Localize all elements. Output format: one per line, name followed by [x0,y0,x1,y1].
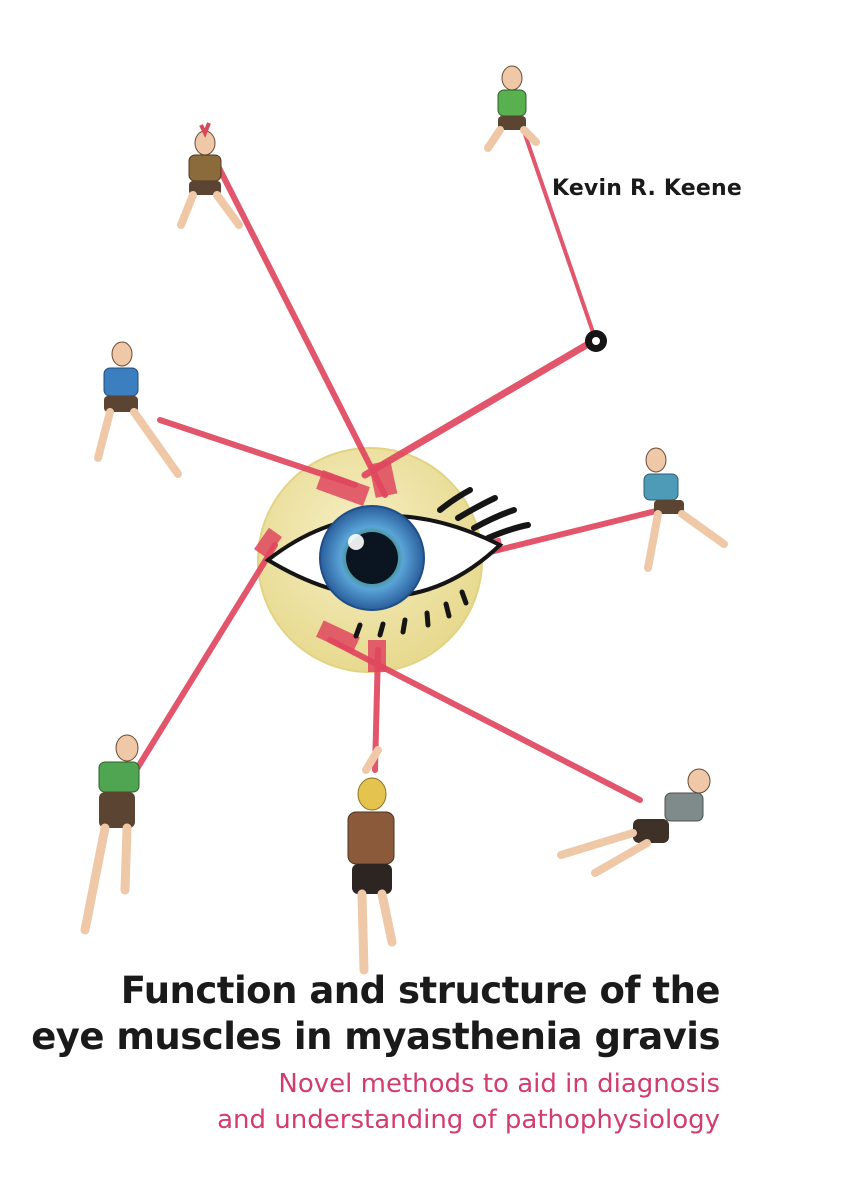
title-line-2: eye muscles in myasthenia gravis [31,1015,720,1058]
muscle-bands [127,118,663,803]
figure-top-right [484,65,540,152]
figure-bottom-right [557,768,711,877]
title-block: Function and structure of the eye muscle… [0,968,720,1138]
subtitle-block: Novel methods to aid in diagnosis and un… [0,1066,720,1138]
figure-left [94,341,182,478]
eye-detail [264,487,531,639]
cover-illustration [80,65,728,975]
figure-bottom-center [347,746,397,975]
muscle-insertions [253,460,504,672]
trochlea [585,330,607,352]
title-line-1: Function and structure of the [120,969,721,1012]
subtitle-line-2: and understanding of pathophysiology [217,1105,720,1135]
subtitle-line-1: Novel methods to aid in diagnosis [278,1069,720,1099]
figure-top-left [177,122,243,229]
author-name: Kevin R. Keene [551,176,742,201]
figure-bottom-left [80,734,140,935]
figure-right [643,447,728,572]
